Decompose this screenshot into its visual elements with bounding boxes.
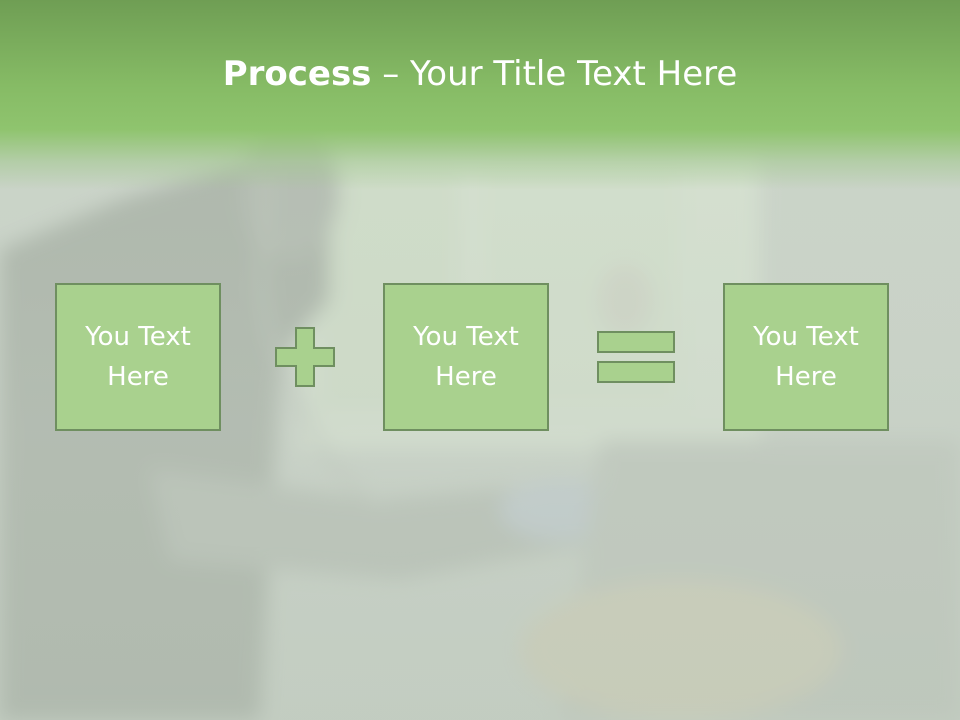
slide-title[interactable]: Process – Your Title Text Here (0, 52, 960, 96)
title-bar (0, 0, 960, 190)
title-rest: – Your Title Text Here (371, 54, 738, 94)
process-box-1[interactable]: You Text Here (55, 283, 221, 431)
process-box-3[interactable]: You Text Here (723, 283, 889, 431)
box-3-line-2: Here (775, 362, 837, 392)
box-1-line-2: Here (107, 362, 169, 392)
box-1-line-1: You Text (85, 322, 191, 352)
equals-icon (596, 330, 676, 384)
title-bold: Process (222, 54, 372, 94)
box-2-line-2: Here (435, 362, 497, 392)
box-3-line-1: You Text (753, 322, 859, 352)
process-box-2[interactable]: You Text Here (383, 283, 549, 431)
plus-icon (274, 326, 336, 388)
box-2-line-1: You Text (413, 322, 519, 352)
